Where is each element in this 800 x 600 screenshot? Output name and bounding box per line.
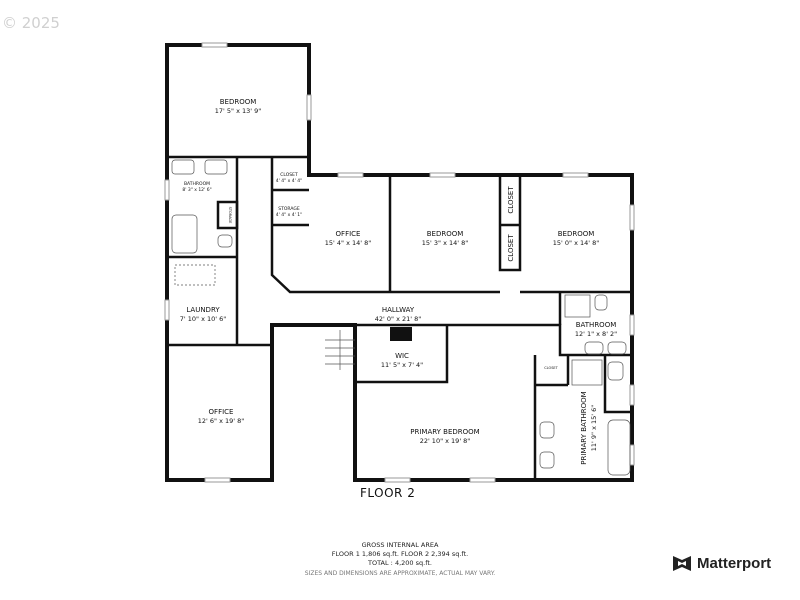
brand-name: Matterport <box>697 554 772 572</box>
sink <box>539 451 555 469</box>
shower <box>564 294 591 318</box>
room-labels: BEDROOM 17' 5" x 13' 9" BATHROOM 8' 3" x… <box>180 98 617 465</box>
sink <box>539 421 555 439</box>
room-dimensions: 15' 4" x 14' 8" <box>325 239 371 247</box>
windows <box>164 42 635 483</box>
toilet <box>594 294 608 311</box>
sink <box>584 341 604 355</box>
washer-dryer <box>174 264 216 286</box>
room-dimensions: 42' 0" x 21' 8" <box>375 315 421 323</box>
room-name: WIC <box>395 352 409 360</box>
room-name: STORAGE <box>228 207 232 224</box>
room-name: PRIMARY BATHROOM <box>580 391 588 464</box>
room-name: CLOSET <box>507 234 515 262</box>
matterport-brand: Matterport <box>672 553 771 573</box>
room-dimensions: 7' 10" x 10' 6" <box>180 315 226 323</box>
room-dimensions: 4' 4" x 4' 4" <box>276 178 302 184</box>
room-name: BATHROOM <box>576 321 617 329</box>
area-total: TOTAL : 4,200 sq.ft. <box>368 559 432 567</box>
room-dimensions: 17' 5" x 13' 9" <box>215 107 261 115</box>
shower <box>571 359 603 386</box>
room-name: BEDROOM <box>220 98 257 106</box>
chimney <box>390 327 412 341</box>
room-dimensions: 15' 3" x 14' 8" <box>422 239 468 247</box>
room-dimensions: 12' 1" x 8' 2" <box>575 330 617 338</box>
area-floors: FLOOR 1 1,806 sq.ft. FLOOR 2 2,394 sq.ft… <box>331 550 469 558</box>
disclaimer: SIZES AND DIMENSIONS ARE APPROXIMATE, AC… <box>304 570 496 577</box>
sink <box>171 159 195 175</box>
room-name: LAUNDRY <box>186 306 220 314</box>
room-name: BEDROOM <box>427 230 464 238</box>
stairs <box>325 330 355 370</box>
room-dimensions: 11' 9" x 15' 6" <box>590 405 598 451</box>
room-name: PRIMARY BEDROOM <box>410 428 479 436</box>
room-name: CLOSET <box>544 366 558 370</box>
fixtures <box>171 159 631 476</box>
toilet <box>217 234 233 248</box>
copyright-watermark: © 2025 <box>2 14 60 32</box>
room-dimensions: 12' 6" x 19' 8" <box>198 417 244 425</box>
room-name: OFFICE <box>209 408 234 416</box>
sink <box>204 159 228 175</box>
room-name: OFFICE <box>336 230 361 238</box>
toilet <box>607 361 624 381</box>
room-dimensions: 15' 0" x 14' 8" <box>553 239 599 247</box>
room-dimensions: 22' 10" x 19' 8" <box>420 437 471 445</box>
area-title: GROSS INTERNAL AREA <box>361 541 439 549</box>
room-dimensions: 8' 3" x 12' 6" <box>182 187 211 193</box>
room-name: STORAGE <box>278 206 300 212</box>
bathtub <box>607 419 631 476</box>
room-dimensions: 4' 4" x 4' 1" <box>276 212 302 218</box>
matterport-logo-icon <box>673 556 691 571</box>
room-dimensions: 11' 5" x 7' 4" <box>381 361 423 369</box>
sink <box>607 341 627 355</box>
bathtub <box>171 214 198 254</box>
room-name: CLOSET <box>280 172 298 178</box>
room-name: BEDROOM <box>558 230 595 238</box>
room-name: HALLWAY <box>382 306 415 314</box>
room-name: CLOSET <box>507 186 515 214</box>
room-name: BATHROOM <box>184 181 210 187</box>
floor-label: FLOOR 2 <box>360 486 416 500</box>
